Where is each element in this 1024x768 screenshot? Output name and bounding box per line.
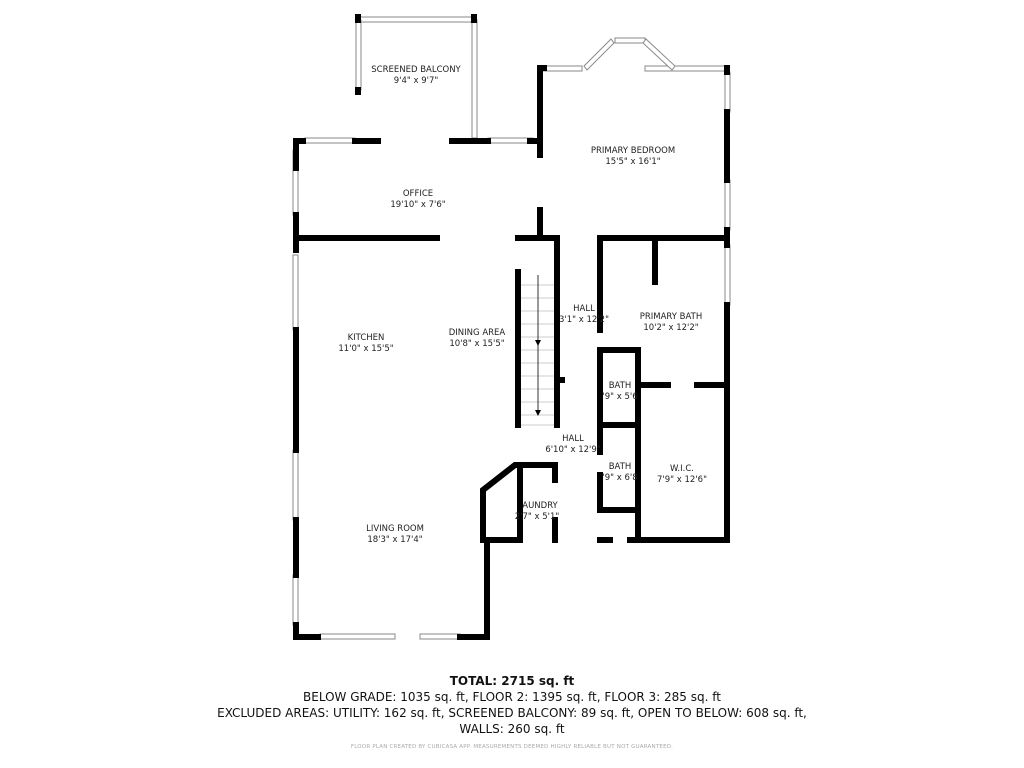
disclaimer: FLOOR PLAN CREATED BY CUBICASA APP. MEAS… [350,744,674,750]
room-name: PRIMARY BEDROOM [591,146,675,156]
total-area: TOTAL: 2715 sq. ft [449,674,575,688]
area-breakdown: BELOW GRADE: 1035 sq. ft, FLOOR 2: 1395 … [303,690,721,704]
room-name: PRIMARY BATH [640,312,703,322]
room-dims: '9" x 6'8 [602,473,637,483]
stairs [521,275,554,426]
walls [293,14,730,640]
floor-plan: SCREENED BALCONY 9'4" x 9'7" OFFICE 19'1… [292,14,731,640]
room-dims: 10'2" x 12'2" [643,323,698,333]
room-name: LIVING ROOM [366,524,424,534]
room-name: BATH [609,462,632,472]
room-dims: 19'10" x 7'6" [390,200,445,210]
room-name: AUNDRY [522,501,558,511]
room-name: OFFICE [403,189,433,199]
room-dims: 18'3" x 17'4" [367,535,422,545]
windows [292,16,731,640]
room-dims: 9'4" x 9'7" [394,76,439,86]
room-name: KITCHEN [348,333,385,343]
excluded-areas: EXCLUDED AREAS: UTILITY: 162 sq. ft, SCR… [217,706,807,720]
room-dims: 7'9" x 12'6" [657,475,707,485]
room-dims: 3'1" x 12'2" [559,315,609,325]
room-name: HALL [573,304,595,314]
room-dims: 2'7" x 5'1" [515,512,560,522]
room-dims: 15'5" x 16'1" [605,157,660,167]
room-dims: 6'10" x 12'9" [545,445,600,455]
room-name: SCREENED BALCONY [371,65,461,75]
room-dims: 11'0" x 15'5" [338,344,393,354]
room-name: HALL [562,434,584,444]
room-name: W.I.C. [670,464,694,474]
room-name: BATH [609,381,632,391]
room-dims: '9" x 5'6 [602,392,637,402]
room-name: DINING AREA [449,328,506,338]
room-labels: SCREENED BALCONY 9'4" x 9'7" OFFICE 19'1… [338,65,707,545]
walls-area: WALLS: 260 sq. ft [459,722,565,736]
room-dims: 10'8" x 15'5" [449,339,504,349]
